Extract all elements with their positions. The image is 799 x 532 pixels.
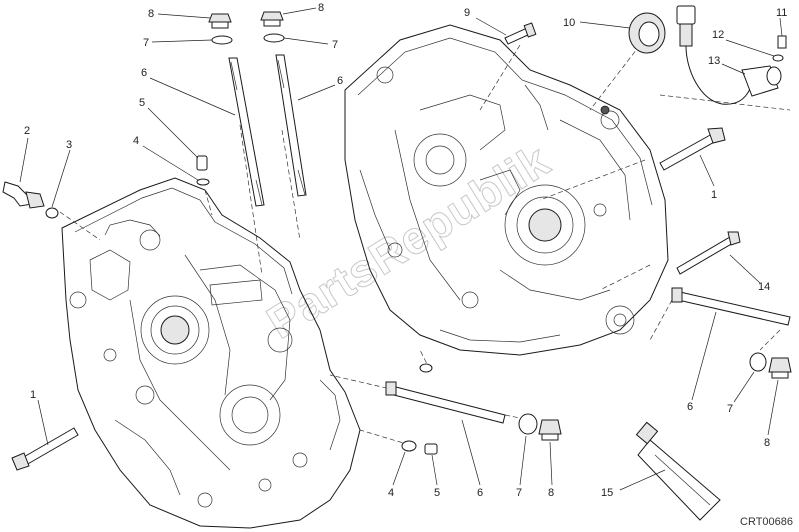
callout-2: 2 [24, 125, 30, 137]
callout-7-top-left: 7 [143, 37, 149, 49]
callout-4-top: 4 [133, 135, 139, 147]
callout-1-right: 1 [711, 189, 717, 201]
callout-8-right: 8 [764, 437, 770, 449]
callout-7-top-right: 7 [332, 39, 338, 51]
flange-nut-bottom [538, 419, 562, 441]
drawing-reference-code: CRT00686 [740, 516, 793, 528]
flange-nut-top-left [208, 13, 232, 29]
sealing-washer [45, 207, 59, 219]
callout-10: 10 [563, 17, 575, 29]
assembly-guide-lines [59, 44, 791, 446]
callout-13: 13 [708, 55, 720, 67]
dowel-pin-top [196, 155, 208, 171]
part-callouts: 8 8 7 7 6 6 5 4 2 3 9 10 11 12 13 1 14 1… [24, 2, 787, 499]
callout-8-top-right: 8 [318, 2, 324, 14]
sensor-plug [2, 181, 45, 209]
flange-nut-right [768, 357, 792, 379]
callout-5-bottom: 5 [434, 487, 440, 499]
washer-right [749, 352, 767, 372]
stud-bottom [385, 381, 506, 424]
callout-7-right: 7 [727, 403, 733, 415]
callout-11: 11 [776, 7, 787, 19]
callout-6-top-right: 6 [337, 75, 343, 87]
callout-7-bottom: 7 [516, 487, 522, 499]
left-crankcase-half [61, 177, 361, 529]
o-ring-top [196, 178, 210, 186]
flange-nut-top-right [260, 11, 284, 27]
callout-4-bottom: 4 [388, 487, 394, 499]
callout-8-bottom: 8 [548, 487, 554, 499]
callout-6-top-left: 6 [141, 67, 147, 79]
bolt-small-top [504, 22, 537, 45]
small-washer [772, 54, 784, 62]
washer-top-left [211, 35, 233, 45]
long-bolt-right [659, 127, 726, 171]
callout-9: 9 [464, 7, 470, 19]
stud-top-left [228, 57, 265, 207]
callout-6-bottom: 6 [477, 487, 483, 499]
stud-right [671, 287, 791, 326]
callout-3: 3 [66, 139, 72, 151]
washer-top-right [263, 33, 285, 43]
washer-bottom [518, 413, 538, 435]
callout-8-top-left: 8 [148, 8, 154, 20]
o-ring-bottom [401, 440, 417, 452]
speed-sensor-with-cable [676, 5, 782, 105]
stud-top-right [275, 54, 307, 197]
callout-5-top: 5 [139, 97, 145, 109]
watermark: PartsRepublik [258, 134, 559, 349]
sealant-tube [635, 421, 721, 521]
o-ring-center [419, 363, 433, 373]
callout-12: 12 [712, 29, 724, 41]
right-crankcase-half [344, 24, 669, 356]
callout-6-right: 6 [687, 401, 693, 413]
callout-14: 14 [758, 281, 770, 293]
small-screw [777, 35, 787, 49]
callout-1-left: 1 [30, 389, 36, 401]
long-bolt-left [11, 427, 79, 471]
long-stud-bolt [676, 231, 741, 275]
oil-seal [628, 12, 666, 54]
leader-lines [19, 7, 783, 491]
callout-15: 15 [601, 487, 613, 499]
dowel-pin-bottom [424, 443, 438, 455]
